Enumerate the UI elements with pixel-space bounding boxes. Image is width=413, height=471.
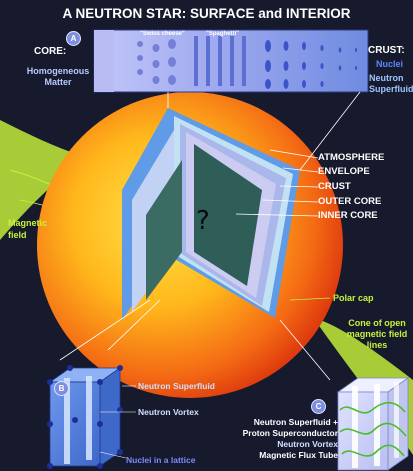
leader-crust [279,185,319,188]
cube-c-line2: Proton Superconductor [242,428,338,438]
leader-polar-cap [289,297,331,301]
layer-inner-core: INNER CORE [318,210,378,221]
cube-b-connector-1 [107,299,161,351]
cube-c-flux [336,377,410,471]
magnetic-field-label: Magnetic field [8,218,48,240]
cube-c-line3: Neutron Vortex [277,439,338,449]
center-question-mark: ? [196,206,210,236]
cube-b-nuclei-label: Nuclei in a lattice [126,455,196,465]
cube-c-line1: Neutron Superfluid + [253,417,338,427]
crust-superfluid: Neutron Superfluid [369,73,413,94]
cube-b-superfluid-label: Neutron Superfluid [138,381,215,391]
strip-left-box [94,30,114,92]
cube-c-connector [279,319,331,381]
strip-connector-right [299,91,361,171]
leader-outer-core [261,199,319,203]
layer-envelope: ENVELOPE [318,166,370,177]
core-subtitle: Homogeneous Matter [26,66,90,88]
callout-a-badge: A [66,31,81,46]
strip-pattern-rods [194,36,246,86]
core-label: CORE: [34,46,67,57]
leader-inner-core [235,213,319,217]
strip-pattern-nuclei [265,40,358,89]
strip-label-spaghetti: "Spaghetti" [206,31,240,37]
layer-outer-core: OUTER CORE [318,196,382,207]
cube-b-lattice [47,365,123,469]
strip-pattern-bubbles [137,39,176,85]
magnetic-field-cone-left [0,120,90,240]
crust-label: CRUST: [368,45,405,56]
cutaway-side-core [146,160,182,300]
cube-b-vortex-label: Neutron Vortex [138,407,199,417]
open-field-label: Cone of open magnetic field lines [346,318,408,350]
cube-b-connector-2 [59,299,151,361]
polar-cap-label: Polar cap [333,293,374,303]
layer-atmosphere: ATMOSPHERE [318,152,385,163]
cube-c-line4: Magnetic Flux Tube [259,450,338,460]
leader-b-nuclei [99,451,127,459]
callout-c-badge: C [311,399,326,414]
diagram-title: A NEUTRON STAR: SURFACE and INTERIOR [62,6,351,21]
strip-label-swiss: "Swiss cheese" [140,31,185,37]
layer-crust: CRUST [318,181,351,192]
inner-core-layer [194,144,262,286]
crust-nuclei: Nuclei [376,59,404,69]
callout-b-badge: B [54,381,69,396]
